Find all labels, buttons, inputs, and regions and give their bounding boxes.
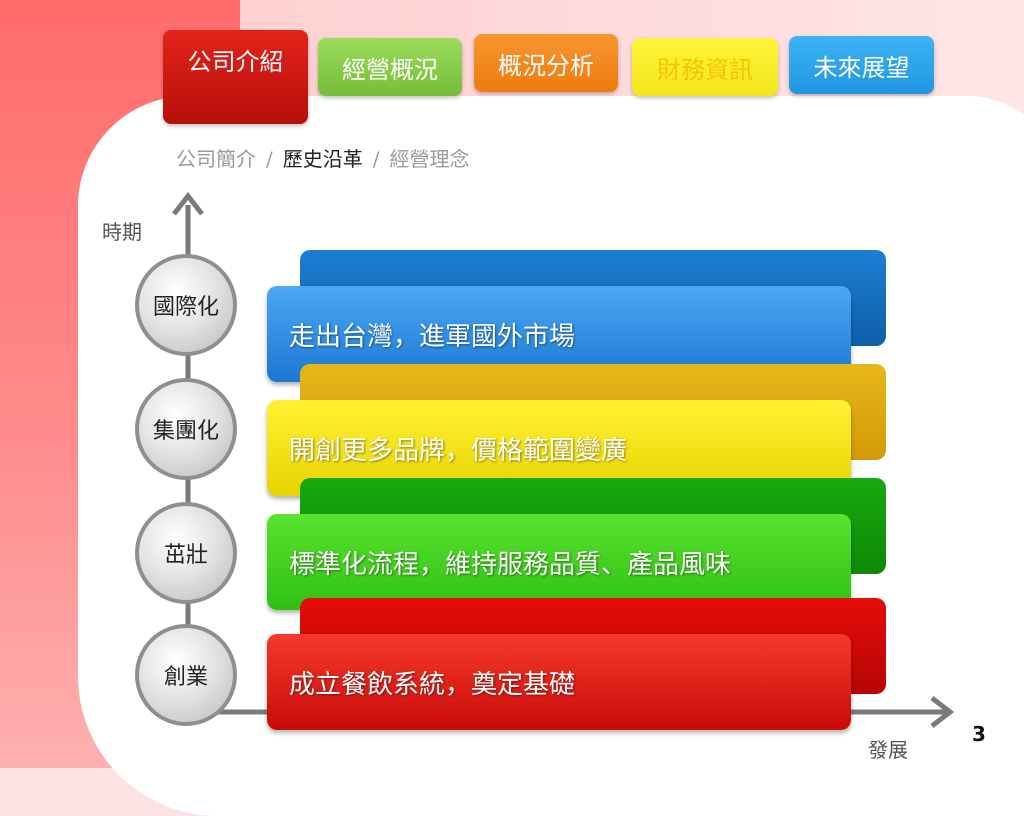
stage-founding: 創業 [135, 624, 237, 726]
x-axis-arrow-icon [930, 696, 955, 728]
breadcrumb-separator: / [372, 147, 380, 171]
tab-operations[interactable]: 經營概況 [318, 38, 462, 96]
stage-growth: 茁壯 [135, 502, 237, 604]
x-axis-label: 發展 [868, 738, 908, 762]
tab-analysis[interactable]: 概況分析 [474, 34, 618, 92]
breadcrumb-current-history: 歷史沿革 [282, 147, 363, 171]
bar-text: 開創更多品牌，價格範圍變廣 [289, 435, 628, 466]
tab-label: 公司介紹 [187, 48, 284, 76]
bar-text: 走出台灣，進軍國外市場 [289, 321, 576, 352]
tab-company-intro[interactable]: 公司介紹 [163, 30, 308, 124]
breadcrumb-separator: / [266, 147, 273, 171]
stage-label: 創業 [163, 665, 208, 690]
breadcrumb-link-profile[interactable]: 公司簡介 [176, 147, 256, 171]
page-number: 3 [972, 722, 986, 746]
stage-group: 集團化 [135, 378, 237, 480]
bar-text: 成立餐飲系統，奠定基礎 [289, 669, 576, 700]
bar-founding: 成立餐飲系統，奠定基礎 [267, 634, 851, 730]
y-axis-arrow-icon [172, 191, 204, 216]
stage-label: 國際化 [152, 295, 219, 320]
bar-growth: 標準化流程，維持服務品質、產品風味 [267, 514, 851, 610]
stage-label: 茁壯 [163, 543, 208, 568]
tab-finance[interactable]: 財務資訊 [632, 38, 778, 96]
bar-text: 標準化流程，維持服務品質、產品風味 [289, 549, 732, 580]
breadcrumb-link-philosophy[interactable]: 經營理念 [389, 147, 470, 171]
breadcrumb: 公司簡介 / 歷史沿革 / 經營理念 [176, 143, 470, 172]
tab-label: 財務資訊 [657, 55, 753, 84]
stage-international: 國際化 [135, 254, 237, 356]
tab-label: 概況分析 [498, 51, 594, 80]
stage-label: 集團化 [152, 419, 219, 444]
tab-label: 未來展望 [813, 53, 910, 82]
tab-outlook[interactable]: 未來展望 [789, 36, 934, 94]
y-axis-label: 時期 [102, 220, 142, 244]
tab-label: 經營概況 [342, 55, 438, 84]
